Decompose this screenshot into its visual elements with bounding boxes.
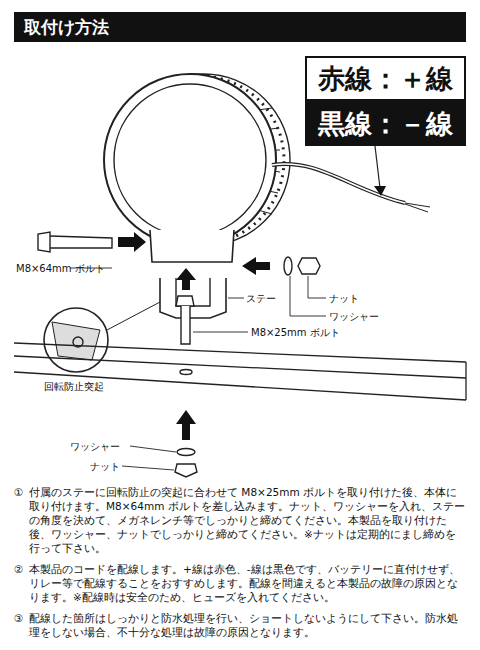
title-text: 取付け方法 <box>14 17 109 37</box>
instruction-text: 本製品のコードを配線します。+線は赤色、-線は黒色です、バッテリーに直付けせず、… <box>29 562 466 604</box>
callout-number: ① <box>14 485 29 555</box>
instruction-row: ②本製品のコードを配線します。+線は赤色、-線は黒色です、バッテリーに直付けせず… <box>14 562 466 604</box>
part-label: ナット <box>90 460 120 474</box>
part-label: 回転防止突起 <box>44 380 104 394</box>
part-label: ワッシャー <box>70 440 120 454</box>
instruction-row: ③配線した箇所はしっかりと防水処理を行い、ショートしないようにして下さい。防水処… <box>14 611 466 639</box>
part-label: M8×64mm ボルト <box>16 262 105 276</box>
wire-color-text: 赤線：＋線 <box>318 61 453 97</box>
wire-color-text: 黒線：－線 <box>318 106 453 142</box>
callout-number: ② <box>14 562 29 604</box>
part-label: M8×25mm ボルト <box>251 326 340 340</box>
wire-color-box: 黒線：－線 <box>305 101 466 146</box>
instruction-text: 付属のステーに回転防止の突起に合わせて M8×25mm ボルトを取り付けた後、本… <box>29 485 466 555</box>
instruction-list: ①付属のステーに回転防止の突起に合わせて M8×25mm ボルトを取り付けた後、… <box>14 485 466 646</box>
instruction-text: 配線した箇所はしっかりと防水処理を行い、ショートしないようにして下さい。防水処理… <box>29 611 466 639</box>
title-bar: 取付け方法 <box>14 12 466 42</box>
callout-number: ③ <box>14 611 29 639</box>
instruction-row: ①付属のステーに回転防止の突起に合わせて M8×25mm ボルトを取り付けた後、… <box>14 485 466 555</box>
part-label: ワッシャー <box>329 310 379 324</box>
part-label: ステー <box>246 292 276 306</box>
part-label: ナット <box>329 292 359 306</box>
wire-color-box: 赤線：＋線 <box>305 56 466 101</box>
